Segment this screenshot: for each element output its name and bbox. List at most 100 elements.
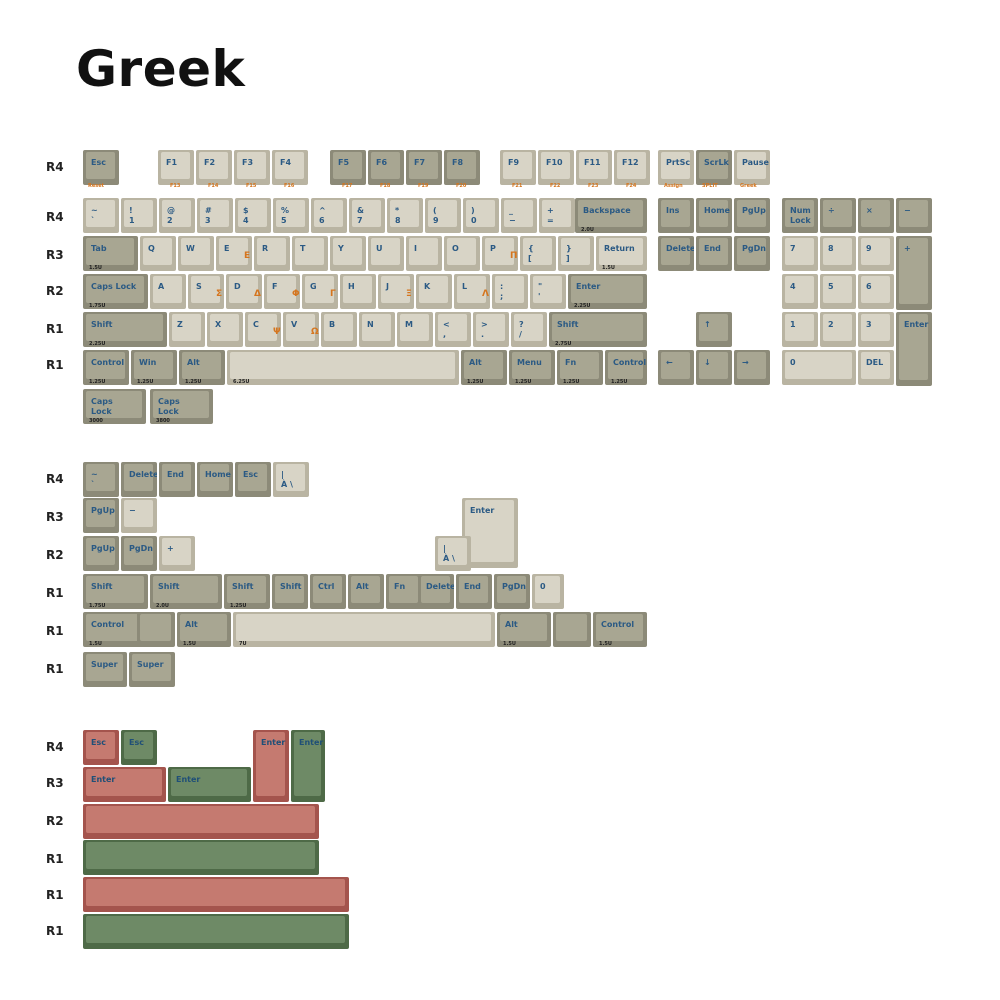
key-num-3[interactable]: # 3 xyxy=(197,198,233,233)
key-f9[interactable]: F9 xyxy=(500,150,536,185)
key-num-9[interactable]: ( 9 xyxy=(425,198,461,233)
key-n0[interactable]: 0 xyxy=(782,350,856,385)
key-b[interactable]: B xyxy=(321,312,357,347)
key-home-extra[interactable]: Home xyxy=(197,462,233,497)
key-numplus[interactable]: + xyxy=(896,236,932,310)
key-backslash-extra[interactable]: | À \ xyxy=(273,462,309,497)
key-numdel[interactable]: DEL xyxy=(858,350,894,385)
key-ins[interactable]: Ins xyxy=(658,198,694,233)
key-f6[interactable]: F6 xyxy=(368,150,404,185)
key-x[interactable]: X xyxy=(207,312,243,347)
key-f8[interactable]: F8 xyxy=(444,150,480,185)
key-backslash-extra2[interactable]: | À \ xyxy=(435,536,471,571)
key-pgup-extra[interactable]: PgUp xyxy=(83,498,119,533)
key-space[interactable]: 6.25U xyxy=(227,350,459,385)
key-num-6[interactable]: ^ 6 xyxy=(311,198,347,233)
key-comma[interactable]: < , xyxy=(435,312,471,347)
key-plus-extra[interactable]: + xyxy=(159,536,195,571)
key-alt-extra[interactable]: Alt xyxy=(348,574,384,609)
key-div[interactable]: ÷ xyxy=(820,198,856,233)
key-num-2[interactable]: @ 2 xyxy=(159,198,195,233)
key-num-0[interactable]: ~ ` xyxy=(83,198,119,233)
key-n9[interactable]: 9 xyxy=(858,236,894,271)
key-n7[interactable]: 7 xyxy=(782,236,818,271)
key-fn-extra[interactable]: Fn xyxy=(386,574,422,609)
key-n2[interactable]: 2 xyxy=(820,312,856,347)
key-f4[interactable]: F4 xyxy=(272,150,308,185)
key-y[interactable]: Y xyxy=(330,236,366,271)
key-num-12[interactable]: + = xyxy=(539,198,575,233)
key-q[interactable]: Q xyxy=(140,236,176,271)
key-end-extra2[interactable]: End xyxy=(456,574,492,609)
key-pgup[interactable]: PgUp xyxy=(734,198,770,233)
key-semicolon[interactable]: : ; xyxy=(492,274,528,309)
key-f2[interactable]: F2 xyxy=(196,150,232,185)
key-numenter[interactable]: Enter xyxy=(896,312,932,386)
key-ctrl-extra[interactable]: Ctrl xyxy=(310,574,346,609)
key-a[interactable]: A xyxy=(150,274,186,309)
key-enter-red-tall[interactable]: Enter xyxy=(253,730,289,802)
key-blank-1[interactable] xyxy=(137,612,175,647)
key-enter-red[interactable]: Enter xyxy=(83,767,166,802)
key-pause[interactable]: Pause xyxy=(734,150,770,185)
key-u[interactable]: U xyxy=(368,236,404,271)
key-f7[interactable]: F7 xyxy=(406,150,442,185)
key-w[interactable]: W xyxy=(178,236,214,271)
key-enter-green[interactable]: Enter xyxy=(168,767,251,802)
key-f10[interactable]: F10 xyxy=(538,150,574,185)
key-space-7u[interactable]: 7U xyxy=(233,612,495,647)
key-right[interactable]: → xyxy=(734,350,770,385)
key-esc[interactable]: Esc xyxy=(83,150,119,185)
key-f3[interactable]: F3 xyxy=(234,150,270,185)
key-slash[interactable]: ? / xyxy=(511,312,547,347)
key-h[interactable]: H xyxy=(340,274,376,309)
key-super-1[interactable]: Super xyxy=(83,652,127,687)
key-blank-2[interactable] xyxy=(553,612,591,647)
key-n3[interactable]: 3 xyxy=(858,312,894,347)
key-m[interactable]: M xyxy=(397,312,433,347)
key-n8[interactable]: 8 xyxy=(820,236,856,271)
key-num-8[interactable]: * 8 xyxy=(387,198,423,233)
key-esc-extra[interactable]: Esc xyxy=(235,462,271,497)
key-numlock[interactable]: Num Lock xyxy=(782,198,818,233)
key-n1[interactable]: 1 xyxy=(782,312,818,347)
key-rbracket[interactable]: } ] xyxy=(558,236,594,271)
key-num-10[interactable]: ) 0 xyxy=(463,198,499,233)
key-dash-extra[interactable]: − xyxy=(121,498,157,533)
key-f12[interactable]: F12 xyxy=(614,150,650,185)
spacebar-red-1[interactable] xyxy=(83,804,319,839)
key-num-5[interactable]: % 5 xyxy=(273,198,309,233)
key-0-extra[interactable]: 0 xyxy=(532,574,564,609)
key-t[interactable]: T xyxy=(292,236,328,271)
key-f11[interactable]: F11 xyxy=(576,150,612,185)
key-esc-red[interactable]: Esc xyxy=(83,730,119,765)
key-enter-green-tall[interactable]: Enter xyxy=(291,730,325,802)
key-r[interactable]: R xyxy=(254,236,290,271)
key-super-2[interactable]: Super xyxy=(129,652,175,687)
key-home[interactable]: Home xyxy=(696,198,732,233)
spacebar-green-2[interactable] xyxy=(83,914,349,949)
key-n5[interactable]: 5 xyxy=(820,274,856,309)
key-pgdn[interactable]: PgDn xyxy=(734,236,770,271)
key-lbracket[interactable]: { [ xyxy=(520,236,556,271)
key-end[interactable]: End xyxy=(696,236,732,271)
key-f5[interactable]: F5 xyxy=(330,150,366,185)
key-n6[interactable]: 6 xyxy=(858,274,894,309)
